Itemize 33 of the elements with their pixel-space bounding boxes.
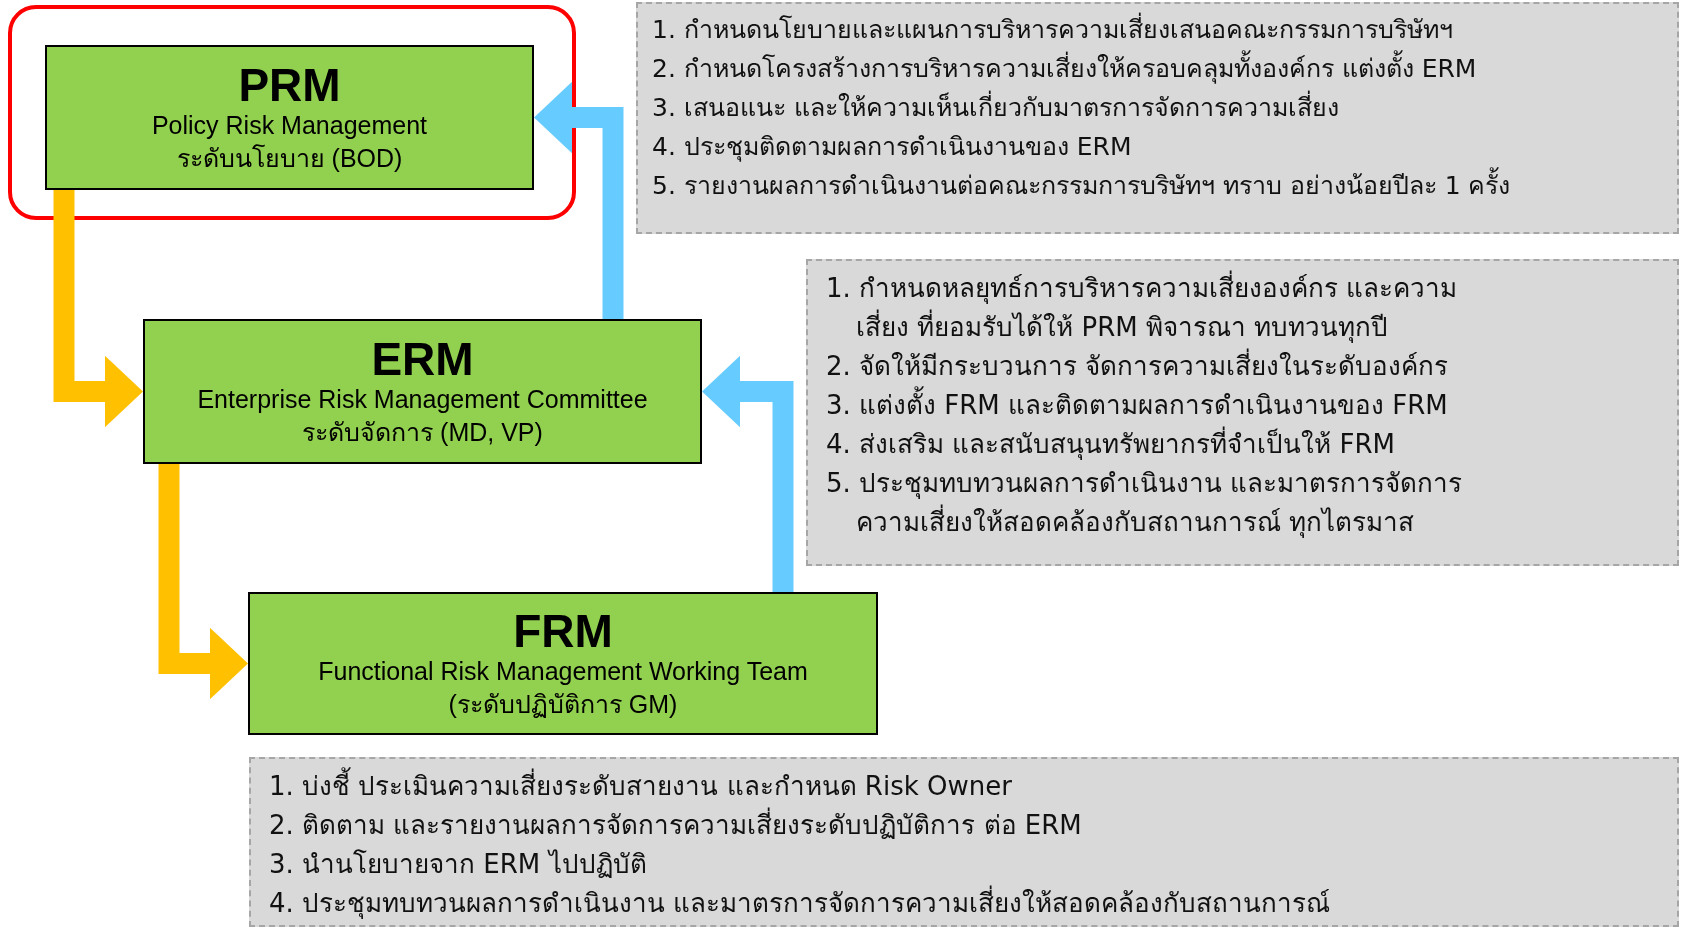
box-subtitle: Functional Risk Management Working Team: [318, 656, 808, 688]
box-subtitle: ระดับนโยบาย (BOD): [176, 142, 403, 174]
box-subtitle: (ระดับปฏิบัติการ GM): [448, 688, 678, 720]
note-item: 1. กำหนดหลยุทธ์การบริหารความเสี่ยงองค์กร และความเสี่ยง ที่ยอมรับได้ให้ PRM พิจารณา ทบทวนทุกปี: [826, 269, 1507, 347]
note-box: [249, 757, 1679, 927]
note-item: 2. จัดให้มีกระบวนการ จัดการความเสี่ยงในระดับองค์กร: [826, 347, 1507, 386]
note-item: 5. รายงานผลการดำเนินงานต่อคณะกรรมการบริษัทฯ ทราบ อย่างน้อยปีละ 1 ครั้ง: [652, 166, 1673, 205]
note-item: 2. ติดตาม และรายงานผลการจัดการความเสี่ยงระดับปฏิบัติการ ต่อ ERM: [269, 806, 1667, 845]
box-title: FRM: [513, 606, 613, 656]
note-item: 4. ประชุมติดตามผลการดำเนินงานของ ERM: [652, 131, 1133, 164]
process-box: [248, 592, 878, 735]
note-item: 4. ประชุมทบทวนผลการดำเนินงาน และมาตรการจัดการความเสี่ยงให้สอดคล้องกับสถานการณ์: [269, 884, 1667, 923]
note-item: 2. กำหนดโครงสร้างการบริหารความเสี่ยงให้ครอบคลุมทั้งองค์กร แต่งตั้ง ERM: [652, 49, 1673, 88]
note-item: 1. บ่งชี้ ประเมินความเสี่ยงระดับสายงาน และกำหนด Risk Owner: [269, 767, 1667, 806]
box-subtitle: ระดับจัดการ (MD, VP): [302, 416, 543, 448]
note-item: 5. ประชุมทบทวนผลการดำเนินงาน และมาตรการจัดการ ความเสี่ยงให้สอดคล้องกับสถานการณ์ ทุกไตรมาส: [826, 467, 1464, 540]
arrow: [53, 190, 143, 428]
box-title: PRM: [238, 60, 341, 110]
arrow: [702, 355, 794, 592]
process-box: [45, 45, 534, 190]
box-subtitle: Policy Risk Management: [151, 110, 428, 142]
box-subtitle: Enterprise Risk Management Committee: [197, 384, 648, 416]
note-item: 3. เสนอแนะ และให้ความเห็นเกี่ยวกับมาตรการจัดการความเสี่ยง: [652, 88, 1673, 127]
note-item: 3. นำนโยบายจาก ERM ไปปฏิบัติ: [269, 848, 648, 881]
note-box: [636, 2, 1679, 234]
process-box: [143, 319, 702, 464]
note-box: [806, 259, 1679, 566]
note-item: 4. ส่งเสริม และสนับสนุนทรัพยากรที่จำเป็นให้ FRM: [826, 425, 1507, 464]
note-item: 1. กำหนดนโยบายและแผนการบริหารความเสี่ยงเสนอคณะกรรมการบริษัทฯ: [652, 10, 1673, 49]
note-item: 3. แต่งตั้ง FRM และติดตามผลการดำเนินงานของ FRM: [826, 386, 1507, 425]
arrow: [158, 464, 248, 700]
box-title: ERM: [371, 334, 474, 384]
arrow: [534, 81, 624, 319]
